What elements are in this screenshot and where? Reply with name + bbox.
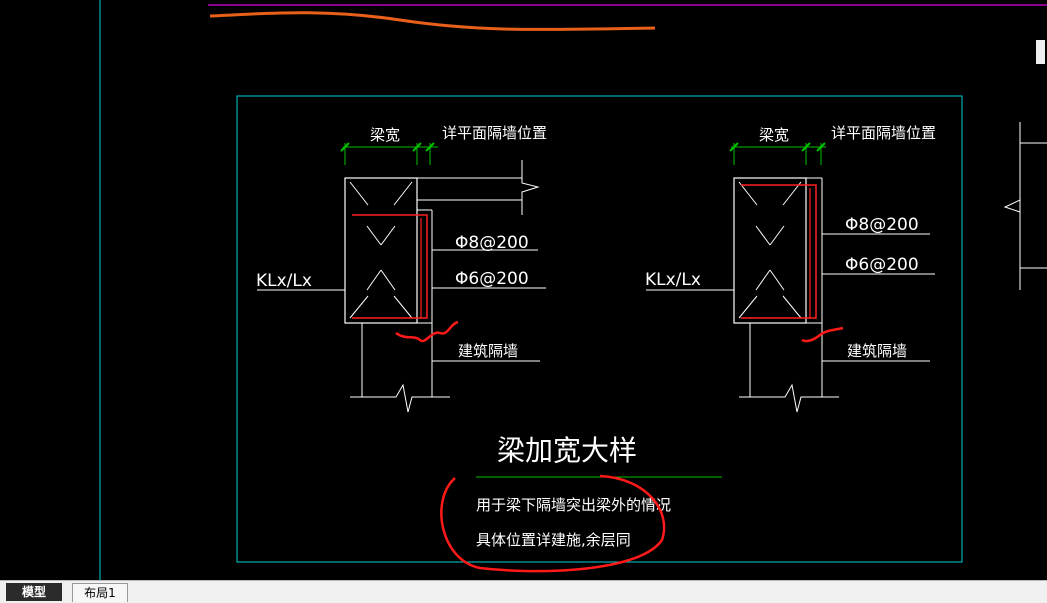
tab-model[interactable]: 模型 [6,583,62,601]
left-detail: 梁宽 详平面隔墙位置 Φ8@200 Φ6@200 KLx/Lx 建筑隔墙 [256,124,547,413]
left-beam-width-label: 梁宽 [370,126,400,144]
left-beam-label: KLx/Lx [256,271,312,291]
right-rebar-label-1: Φ8@200 [845,215,919,235]
layout-tab-bar: 模型 布局1 [0,580,1047,603]
right-edge-partial [1003,122,1047,290]
tab-layout1[interactable]: 布局1 [72,583,128,602]
right-beam-label: KLx/Lx [645,270,701,290]
note-line-2: 具体位置详建施,余层同 [476,531,631,549]
left-wall-label: 建筑隔墙 [458,342,518,360]
orange-markup-stroke [209,11,656,32]
left-rebar-label-1: Φ8@200 [455,233,529,253]
right-beam-width-label: 梁宽 [759,126,789,144]
right-rebar-label-2: Φ6@200 [845,255,919,275]
note-line-1: 用于梁下隔墙突出梁外的情况 [476,496,671,514]
vertical-scrollbar-thumb[interactable] [1036,40,1045,64]
left-rebar-label-2: Φ6@200 [455,269,529,289]
detail-frame [236,95,963,563]
right-detail: 梁宽 详平面隔墙位置 Φ8@200 Φ6@200 KLx/Lx 建筑隔墙 [645,124,936,413]
right-red-markup [801,326,844,343]
right-wall-label: 建筑隔墙 [847,342,907,360]
drawing-canvas[interactable]: 梁宽 详平面隔墙位置 Φ8@200 Φ6@200 KLx/Lx 建筑隔墙 [0,0,1047,580]
detail-title: 梁加宽大样 [497,434,637,467]
right-wall-position-label: 详平面隔墙位置 [831,124,936,142]
left-red-markup [395,320,459,343]
note-red-circle-markup [440,474,666,573]
left-wall-position-label: 详平面隔墙位置 [442,124,547,142]
